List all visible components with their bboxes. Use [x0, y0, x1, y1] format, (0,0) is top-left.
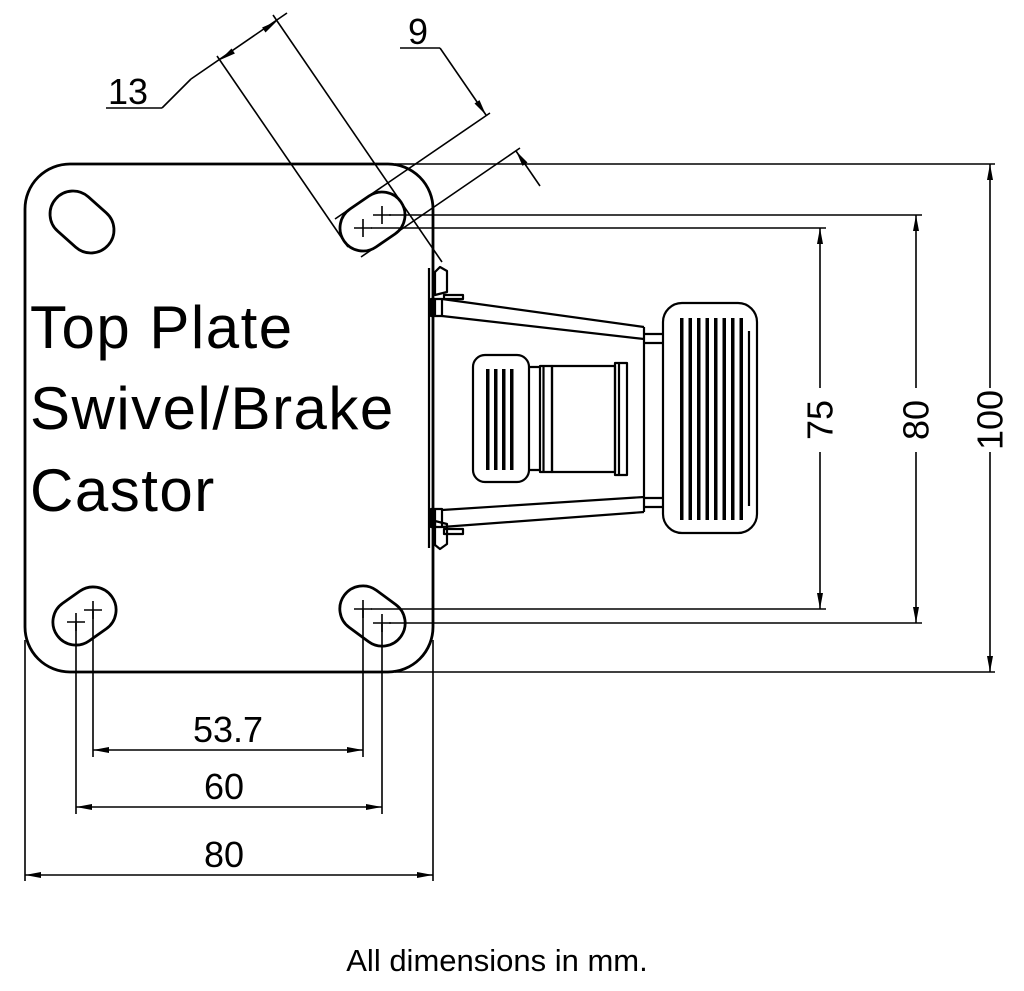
dim-label-53-7: 53.7 [193, 709, 263, 750]
lever-connector-lines [529, 365, 540, 472]
housing-band-bottom-cap [429, 507, 444, 529]
dim-label-9: 9 [408, 11, 428, 52]
dim-label-75: 75 [800, 400, 841, 440]
dim-label-80-vertical: 80 [896, 400, 937, 440]
pedal-neck-bottom [644, 496, 663, 509]
dimension-80-vertical: 80 [896, 215, 937, 623]
dim-label-13: 13 [108, 71, 148, 112]
dimension-80-width: 80 [25, 834, 433, 878]
brake-lever-pad [471, 353, 531, 484]
bracket-tab-top [433, 265, 449, 297]
title-line-2: Swivel/Brake [30, 375, 395, 442]
housing-band-bottom [441, 495, 645, 529]
brake-arm-cap [613, 361, 629, 477]
drawing-title: Top Plate Swivel/Brake Castor [30, 294, 395, 524]
dimension-13-slot-length: 13 [106, 12, 443, 263]
brake-arm [550, 364, 617, 474]
brake-pedal [661, 301, 759, 535]
hole-centre-crosses [67, 206, 391, 632]
dimension-100: 100 [970, 164, 1011, 672]
title-line-1: Top Plate [30, 294, 294, 361]
units-note: All dimensions in mm. [346, 943, 647, 978]
title-line-3: Castor [30, 457, 216, 524]
mounting-slot-bottom-right [338, 584, 407, 648]
dimension-75: 75 [800, 228, 841, 609]
dim-label-80-width: 80 [204, 834, 244, 875]
housing-band-top-cap [429, 297, 444, 318]
brake-pedal-ridges [680, 318, 743, 520]
mounting-slot-bottom-left [51, 585, 118, 647]
pedal-neck-top [644, 332, 663, 345]
brake-pedal-assembly [427, 265, 759, 551]
brake-lever-pad-ridges [486, 369, 514, 470]
dim-label-60: 60 [204, 766, 244, 807]
dimension-53-7: 53.7 [93, 709, 363, 753]
housing-step-bottom [442, 527, 465, 536]
lever-hinge-strip [538, 364, 554, 474]
top-plate-outline [23, 162, 435, 674]
extension-lines [24, 163, 995, 881]
dimension-60: 60 [76, 766, 382, 810]
mounting-slot-top-left [48, 189, 116, 255]
housing-step-top [442, 293, 465, 301]
bracket-tab-bottom [433, 519, 449, 551]
dim-label-100: 100 [970, 390, 1011, 450]
dimension-9-slot-width: 9 [334, 11, 541, 258]
housing-band-top [441, 297, 645, 341]
